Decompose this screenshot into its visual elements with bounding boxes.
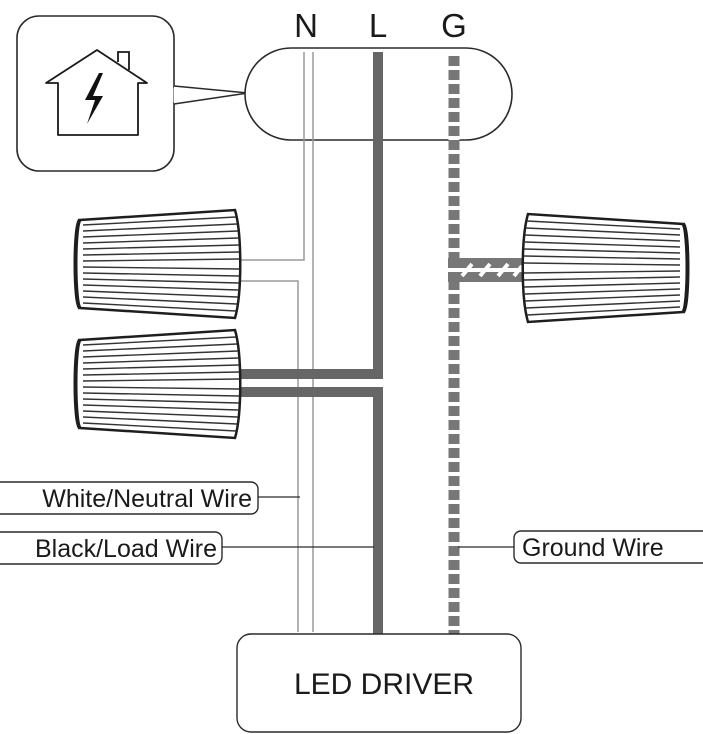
led-driver-box: LED DRIVER [236,633,522,733]
ground-wire [448,52,524,634]
power-source-callout [16,15,175,172]
wire-nut-ground [520,212,690,324]
live-wire [236,52,383,634]
ground-wire-label: Ground Wire [513,530,703,564]
svg-text:White/Neutral Wire: White/Neutral Wire [42,485,252,513]
house-lightning-icon [45,49,148,136]
led-driver-label: LED DRIVER [294,668,474,701]
label-leaders [222,496,514,548]
wire-nut-live [73,328,243,440]
callout-pointer [173,85,249,105]
svg-text:Ground Wire: Ground Wire [522,534,664,562]
svg-text:Black/Load Wire: Black/Load Wire [35,535,217,563]
terminal-g-label: G [441,7,467,44]
neutral-wire-label: White/Neutral Wire [0,481,259,515]
wire-nut-neutral [73,208,243,320]
neutral-wire [236,52,314,632]
load-wire-label: Black/Load Wire [0,531,223,565]
terminal-n-label: N [294,7,318,44]
terminal-l-label: L [369,7,387,44]
